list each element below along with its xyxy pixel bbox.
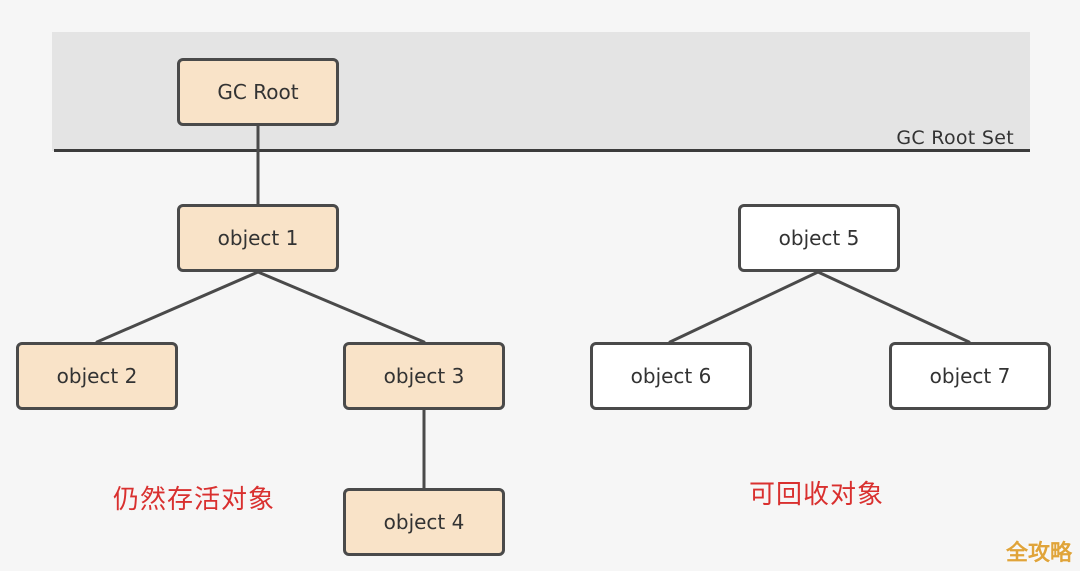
gc-root-set-boundary [54,149,1030,152]
collectable-objects-caption: 可回收对象 [749,480,885,510]
edge-object1-object2 [95,270,260,344]
object-3-node: object 3 [343,342,505,410]
watermark-logo: 全攻略 [1005,541,1072,566]
object-7-node: object 7 [889,342,1051,410]
edge-object5-object7 [816,270,971,344]
gc-root-node: GC Root [177,58,339,126]
object-5-node: object 5 [738,204,900,272]
object-1-node: object 1 [177,204,339,272]
object-2-node: object 2 [16,342,178,410]
alive-objects-caption: 仍然存活对象 [113,485,276,515]
gc-root-set-label: GC Root Set [896,127,1014,149]
edge-object1-object3 [256,270,426,344]
object-4-node: object 4 [343,488,505,556]
object-6-node: object 6 [590,342,752,410]
edge-object5-object6 [668,270,820,344]
